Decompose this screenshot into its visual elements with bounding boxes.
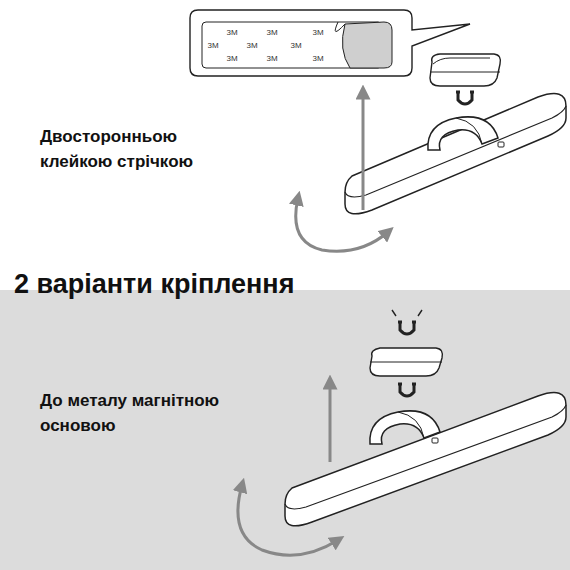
lower-ground [0, 290, 570, 570]
tape-mark: 3M [226, 28, 237, 37]
tape-mark: 3M [266, 28, 277, 37]
light-bar [285, 393, 566, 526]
tape-mark: 3M [226, 54, 237, 63]
tape-mark: 3M [312, 28, 323, 37]
mount-option-label: Двосторонньою клейкою стрічкою [40, 124, 205, 174]
heading: 2 варіанти кріплення [14, 268, 294, 300]
lift-arrow [362, 92, 365, 210]
rotate-arrow [296, 198, 388, 251]
tape-mark: 3M [312, 54, 323, 63]
tape-mark: 3M [290, 41, 301, 50]
tape-mark: 3M [246, 41, 257, 50]
rotate-arrow [238, 485, 338, 555]
lift-arrow [329, 382, 332, 462]
tape-mark: 3M [266, 54, 277, 63]
tape-callout [190, 10, 470, 76]
tape-mark: 3M [207, 41, 218, 50]
mount-plate [430, 54, 500, 104]
magnet-plate [370, 310, 442, 396]
light-bar [345, 94, 566, 214]
mount-option-label: До металу магнітною основою [40, 388, 220, 438]
